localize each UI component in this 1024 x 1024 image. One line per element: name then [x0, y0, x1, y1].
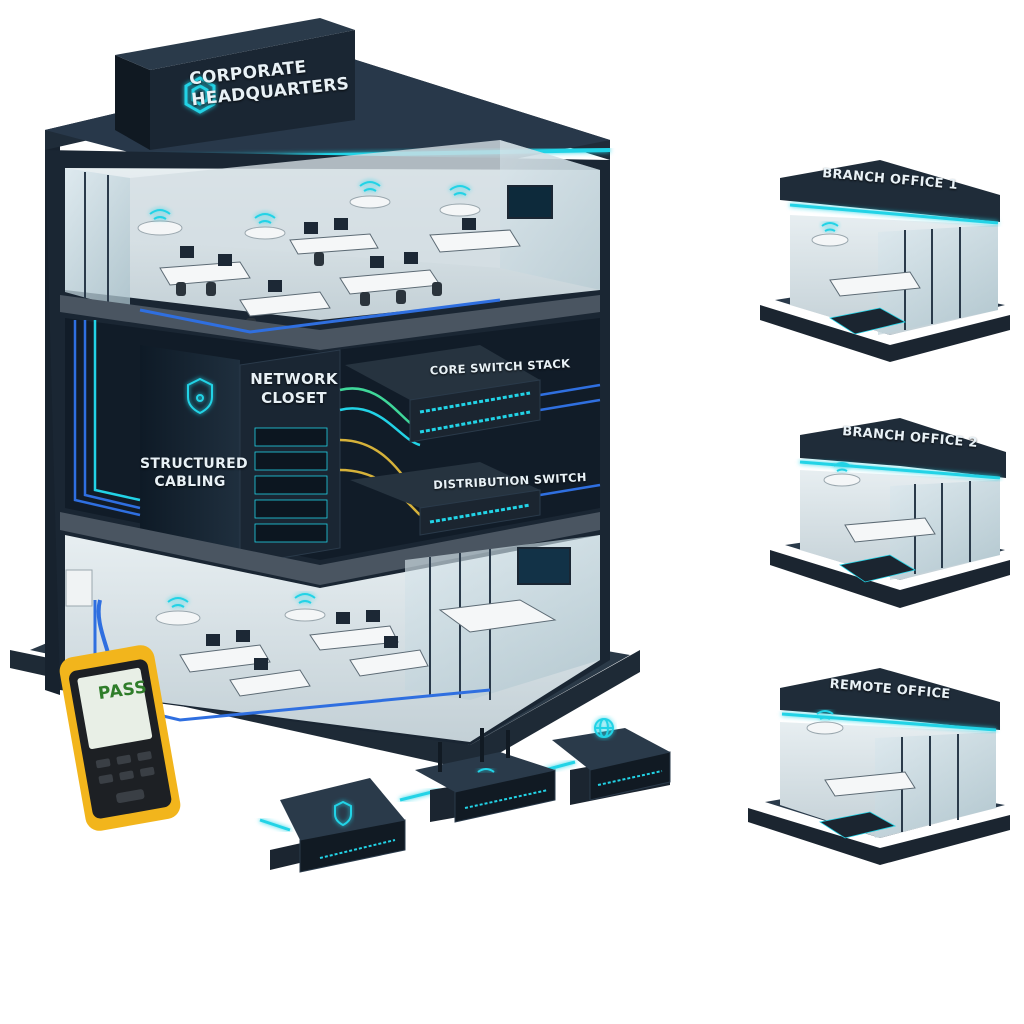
access-point	[806, 721, 844, 735]
conference-screen	[517, 547, 571, 585]
roof-accent-light	[799, 460, 1001, 480]
floor2-slab	[60, 512, 600, 585]
rooftop-sign-side	[115, 55, 150, 150]
branch2-switch	[838, 554, 917, 583]
router-device	[415, 728, 556, 823]
wall-monitor	[507, 185, 553, 219]
wifi-icon	[833, 462, 851, 472]
wifi-icon	[149, 181, 471, 224]
floor3-glass-left	[65, 168, 130, 310]
device-link	[259, 818, 291, 832]
shield-icon	[334, 800, 352, 827]
remote-roof	[780, 668, 1000, 730]
edge-devices	[259, 718, 671, 873]
floor3-back-wall	[130, 140, 600, 290]
gateway-device	[552, 718, 671, 805]
firewall-device	[270, 778, 406, 873]
branch1-switch	[828, 307, 907, 335]
access-point	[811, 233, 849, 247]
company-logo-icon	[184, 76, 216, 114]
cable-tester	[59, 599, 181, 831]
floor3-slab	[60, 295, 600, 350]
floor1-access-points	[155, 608, 326, 626]
core-switch-stack	[345, 345, 541, 443]
branch1-roof	[780, 160, 1000, 222]
branch1-desk	[829, 271, 921, 297]
wall-outlet	[65, 569, 93, 607]
shield-icon	[187, 377, 213, 415]
conference-table	[438, 599, 557, 633]
hq-building	[10, 18, 640, 770]
rooftop-sign-top	[115, 18, 355, 70]
wifi-icon	[816, 710, 834, 720]
tester-buttons	[95, 751, 155, 803]
floor1-desks	[179, 625, 429, 697]
floor3-cable	[139, 298, 501, 334]
floor1-monitors	[206, 610, 398, 670]
branch-office-2	[770, 418, 1010, 608]
remote-glass	[875, 732, 996, 838]
remote-switch	[818, 811, 897, 839]
remote-office	[748, 668, 1010, 865]
remote-desk	[824, 771, 916, 797]
branch2-desk	[844, 517, 936, 543]
floor3-desks	[159, 229, 521, 317]
branch1-glass	[878, 225, 998, 335]
wifi-icon	[477, 768, 495, 773]
rack-units	[254, 427, 328, 543]
roof-accent-light	[789, 203, 999, 225]
roof-accent-light	[781, 712, 997, 732]
branch-office-1	[760, 160, 1010, 362]
floor3-access-points	[137, 195, 481, 240]
wifi-icon	[821, 222, 839, 232]
floor3-monitors	[180, 218, 476, 292]
distribution-switch	[350, 462, 541, 536]
wifi-icon	[167, 593, 316, 608]
branch2-glass	[890, 480, 1000, 580]
access-point	[823, 473, 861, 487]
branch2-roof	[800, 418, 1006, 478]
closet-enclosure	[140, 345, 240, 560]
tester-screen	[77, 667, 153, 749]
globe-icon	[594, 718, 614, 738]
router-antennas	[438, 728, 510, 772]
